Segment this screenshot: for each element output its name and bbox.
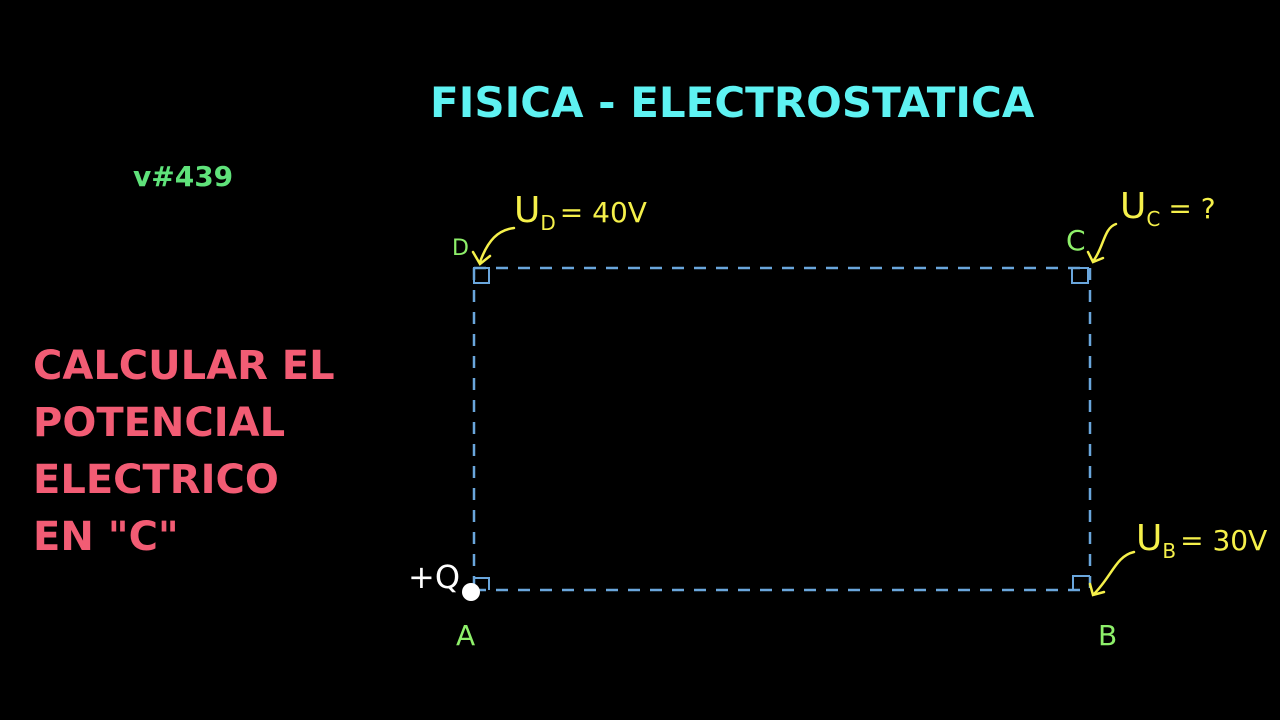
rectangle-outline (472, 266, 1092, 592)
charge-label: +Q (408, 558, 460, 596)
task-line-3: ELECTRICO (33, 457, 279, 503)
video-code: v#439 (133, 160, 234, 193)
annotation-d-subscript: D (540, 211, 555, 235)
arrow-to-c (1092, 222, 1118, 262)
arrow-head-d (471, 250, 492, 266)
task-line-2: POTENCIAL (33, 400, 286, 446)
corner-marker-c (1071, 267, 1089, 284)
annotation-potential-b: UB= 30V (1136, 518, 1267, 563)
corner-marker-d (473, 267, 490, 284)
arrow-to-d (478, 226, 516, 264)
annotation-d-value: = 40V (560, 196, 647, 229)
annotation-c-subscript: C (1146, 207, 1160, 231)
annotation-b-subscript: B (1162, 539, 1176, 563)
vertex-label-b: B (1098, 619, 1117, 652)
task-line-1: CALCULAR EL (33, 343, 335, 389)
task-statement: CALCULAR EL POTENCIAL ELECTRICO EN "C" (33, 338, 413, 566)
corner-marker-b (1072, 575, 1090, 590)
task-line-4: EN "C" (33, 514, 179, 560)
vertex-label-a: A (456, 619, 475, 652)
right-angle-markers (473, 267, 1090, 590)
annotation-potential-d: UD= 40V (514, 190, 647, 235)
annotation-c-value: = ? (1168, 192, 1215, 225)
annotation-b-symbol: U (1136, 518, 1162, 559)
annotation-arrows (471, 222, 1136, 597)
annotation-c-symbol: U (1120, 186, 1146, 227)
arrow-head-b (1088, 582, 1106, 597)
annotation-potential-c: UC = ? (1120, 186, 1216, 231)
vertex-label-d: D (452, 236, 469, 261)
annotation-b-value: = 30V (1180, 524, 1267, 557)
corner-marker-a (474, 577, 490, 590)
annotation-d-symbol: U (514, 190, 540, 231)
vertex-label-c: C (1066, 224, 1086, 257)
charge-dot (462, 583, 480, 601)
arrow-to-b (1092, 550, 1136, 596)
arrow-head-c (1086, 250, 1105, 264)
page-title: FISICA - ELECTROSTATICA (430, 78, 1035, 127)
